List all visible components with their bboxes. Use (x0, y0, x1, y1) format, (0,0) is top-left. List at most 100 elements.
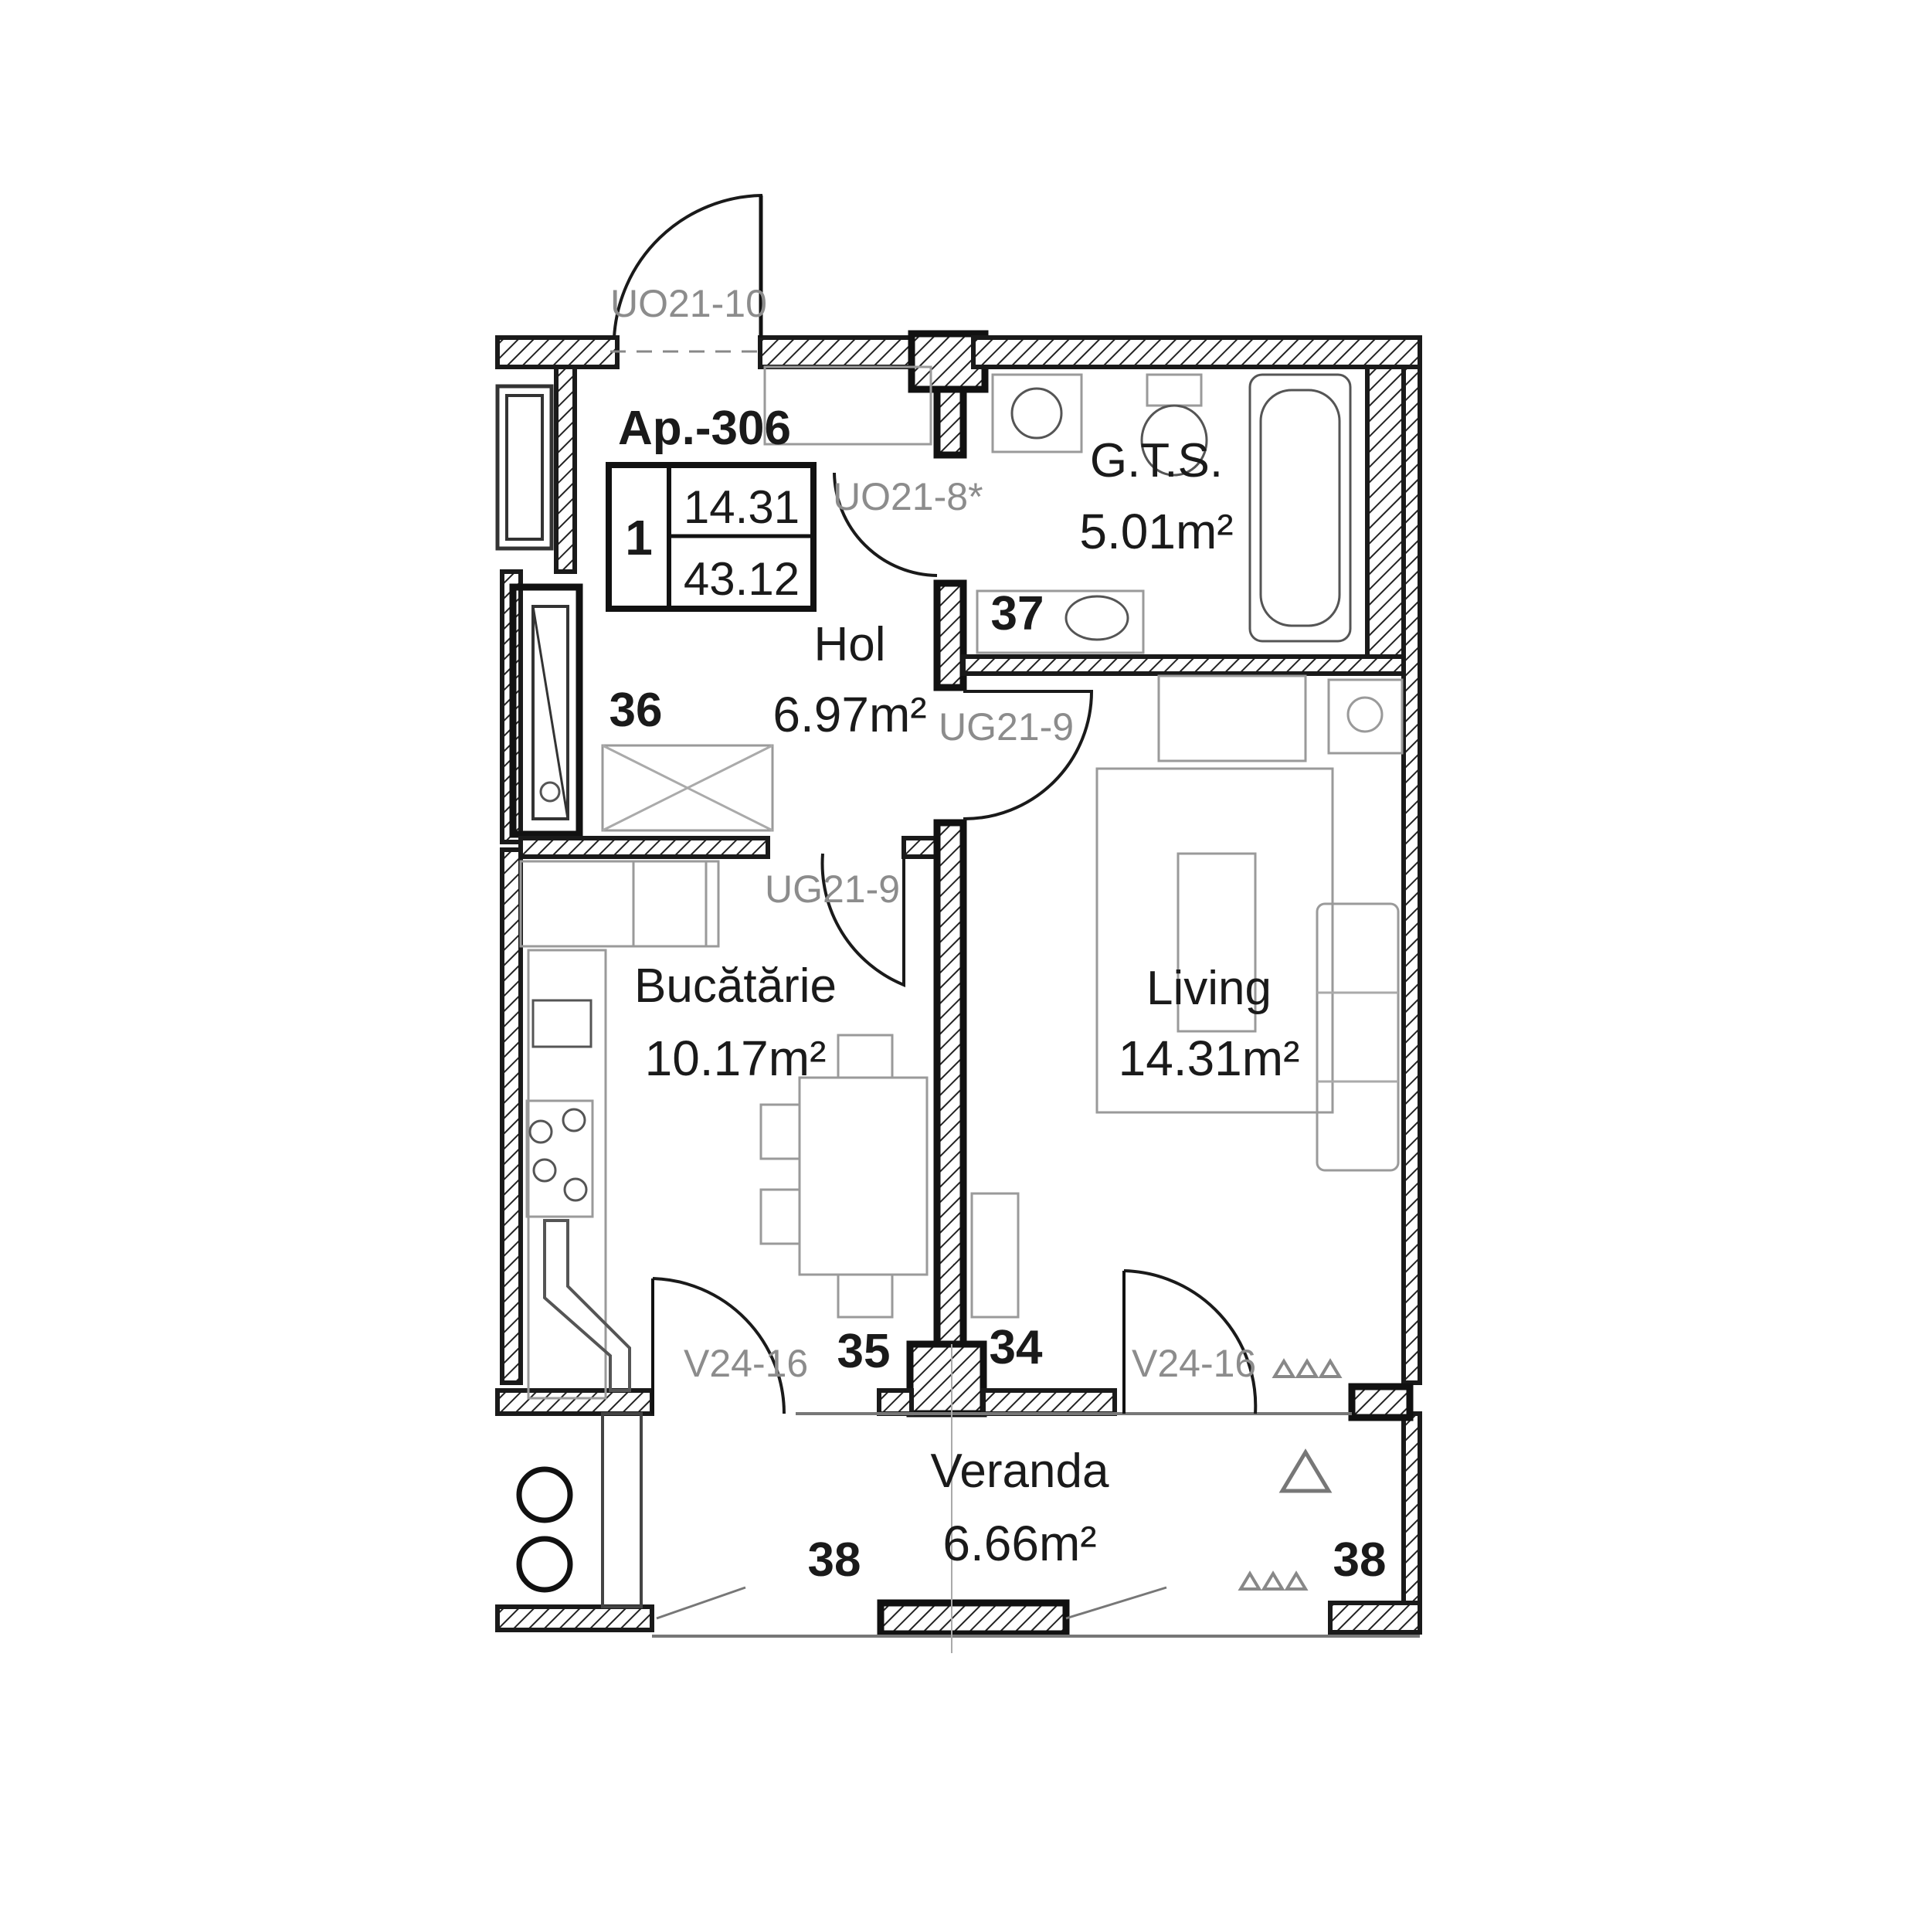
left-shaft-top-inner (505, 394, 544, 541)
chair-4 (837, 1273, 894, 1319)
door-code-living: UG21-9 (939, 705, 1074, 749)
door-code-kitchen: UG21-9 (765, 868, 900, 911)
veranda-wall-right (1348, 1383, 1414, 1421)
left-shaft-top (495, 384, 554, 551)
washing-machine (991, 373, 1083, 453)
kitchen-cabinet (632, 860, 720, 948)
left-wall-lower (500, 847, 523, 1385)
marker-38-right: 38 (1333, 1533, 1387, 1587)
chair-3 (837, 1034, 894, 1079)
veranda-line-right (1065, 1586, 1167, 1620)
rooms-count: 1 (625, 510, 653, 565)
entry-door-swing (613, 193, 762, 338)
bottom-wall-left (495, 1604, 654, 1632)
wall-hall-kitchen (518, 836, 770, 859)
room-name-living: Living (1146, 962, 1272, 1015)
furniture (516, 365, 1404, 1653)
veranda-riser (601, 1412, 643, 1608)
kitchen-counter (527, 949, 607, 1400)
marker-35: 35 (837, 1325, 891, 1378)
sink-counter (976, 589, 1145, 654)
vent-marks (1238, 1358, 1343, 1591)
top-wall-left (495, 335, 620, 369)
wall-bath-upper (933, 385, 967, 459)
living-rug (1095, 767, 1334, 1114)
bath-door-swing (833, 472, 938, 577)
toilet-tank (1146, 373, 1203, 407)
central-column (906, 1340, 987, 1418)
left-shaft-mid (509, 583, 583, 838)
marker-38-left: 38 (808, 1533, 861, 1587)
veranda-line-left (656, 1586, 746, 1620)
floor-lamp-shade (1346, 696, 1384, 733)
room-name-gts: G.T.S. (1090, 434, 1223, 487)
wall-central (933, 819, 967, 1348)
marker-37: 37 (991, 587, 1044, 640)
vent-mark-6 (1284, 1570, 1309, 1591)
vent-mark-5 (1261, 1570, 1285, 1591)
sofa (1316, 902, 1400, 1172)
marker-34: 34 (990, 1321, 1043, 1374)
wall-bath-lower (933, 579, 967, 691)
wall-stub (901, 836, 939, 859)
bathtub-inner (1259, 389, 1341, 627)
doors (610, 193, 1258, 1414)
veranda-right-door-swing (1123, 1269, 1258, 1414)
veranda-wall-left (495, 1388, 654, 1416)
kitchen-door-swing (820, 853, 905, 987)
burner-1 (528, 1119, 553, 1144)
interior-walls (495, 365, 1422, 1638)
left-shaft-circle (539, 781, 561, 803)
room-area-veranda: 6.66m² (942, 1516, 1096, 1571)
bottom-wall-mid (877, 1599, 1070, 1638)
sink-bowl (1064, 595, 1129, 641)
coffee-table (1177, 852, 1257, 1033)
living-door-swing (963, 690, 1094, 821)
entry-closet (763, 365, 932, 446)
room-area-bucatarie: 10.17m² (645, 1031, 827, 1086)
door-code-veranda-right: V24-16 (1132, 1342, 1256, 1385)
washing-machine-drum (1010, 387, 1063, 440)
veranda-wall-col-left (877, 1388, 914, 1416)
chair-1 (759, 1103, 801, 1160)
door-code-bath: UO21-8* (833, 475, 983, 518)
bath-side-shaft (1365, 365, 1406, 659)
vent-mark-3 (1318, 1358, 1343, 1378)
right-wall-veranda (1401, 1411, 1422, 1605)
bathtub (1248, 373, 1352, 643)
room-name-veranda: Veranda (931, 1445, 1110, 1498)
chair-2 (759, 1188, 801, 1245)
burner-3 (532, 1158, 557, 1183)
room-name-hol: Hol (813, 618, 885, 671)
apartment-info-box: 1 14.31 43.12 (606, 462, 817, 612)
shelf (970, 1192, 1020, 1319)
left-shaft-diagonal (531, 606, 569, 820)
living-area-value: 14.31 (684, 481, 800, 533)
floor-lamp (1327, 678, 1404, 755)
top-wall-mid (758, 335, 929, 369)
right-wall (1401, 365, 1422, 1385)
tv-unit (1157, 674, 1307, 762)
room-area-gts: 5.01m² (1079, 504, 1233, 559)
toilet-bowl (1140, 404, 1208, 477)
dining-table (798, 1076, 929, 1276)
door-code-veranda-left: V24-16 (684, 1342, 808, 1385)
triangle-icon (1278, 1448, 1333, 1493)
top-wall-right (971, 335, 1422, 369)
wall-bath-living (961, 654, 1406, 676)
vent-mark-2 (1295, 1358, 1319, 1378)
vent-mark-1 (1272, 1358, 1296, 1378)
bottom-wall-right (1328, 1601, 1422, 1635)
veranda-left-door-swing (652, 1277, 786, 1414)
door-code-entry: UO21-10 (610, 282, 767, 325)
hall-wardrobe (601, 744, 774, 832)
burner-4 (563, 1177, 588, 1202)
kitchen-vent-duct (543, 1219, 631, 1392)
room-name-bucatarie: Bucătărie (634, 959, 837, 1013)
stove (525, 1099, 594, 1218)
kitchen-sink (531, 999, 593, 1048)
room-area-living: 14.31m² (1119, 1031, 1300, 1086)
room-area-hol: 6.97m² (772, 687, 926, 742)
marker-36: 36 (609, 684, 663, 737)
